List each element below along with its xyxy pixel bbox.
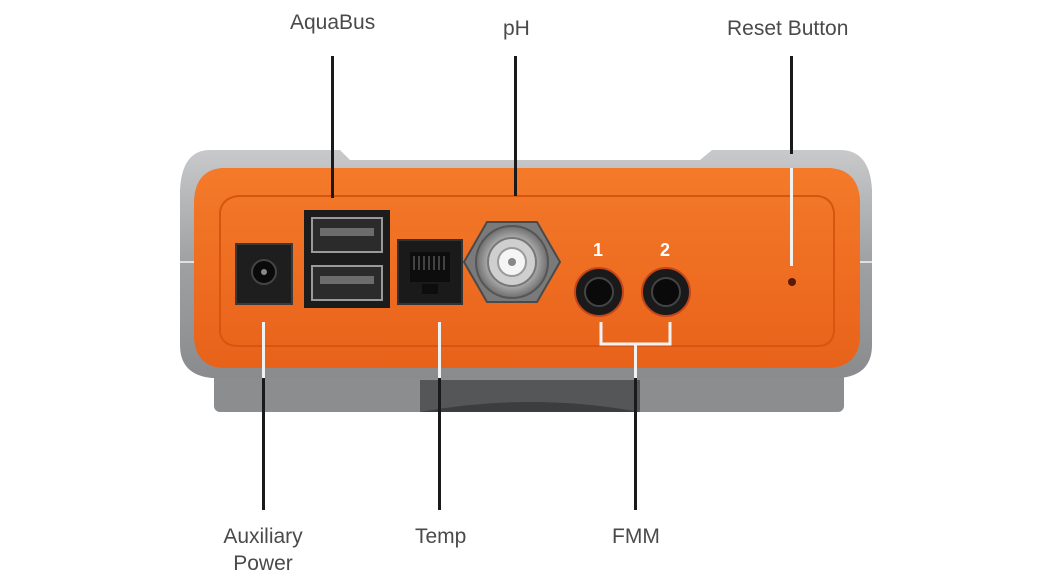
ph-leader-line <box>514 56 517 196</box>
aux-leader-line-upper <box>262 322 265 378</box>
fmm-port-1-number: 1 <box>593 240 604 260</box>
temp-leader-line-lower <box>438 378 441 510</box>
reset-leader-line-upper <box>790 56 793 154</box>
fmm-leader-line-upper <box>634 344 637 378</box>
fmm-leader-line-lower <box>634 378 637 510</box>
fmm-port-2 <box>641 267 691 317</box>
fmm-port-2-number: 2 <box>660 240 671 260</box>
temp-port <box>397 239 463 305</box>
label-aquabus: AquaBus <box>290 11 376 34</box>
reset-leader-line-lower <box>790 168 793 266</box>
aux-leader-line-lower <box>262 378 265 510</box>
aquabus-ports <box>304 210 390 308</box>
ph-bnc-connector <box>462 221 562 303</box>
label-auxiliary-power-line1: Auxiliary <box>223 525 303 548</box>
label-fmm: FMM <box>612 525 660 548</box>
label-auxiliary-power: Auxiliary Power <box>203 523 323 577</box>
aquabus-leader-line <box>331 56 334 198</box>
aux-power-jack <box>235 243 293 305</box>
label-auxiliary-power-line2: Power <box>233 552 293 575</box>
temp-leader-line-upper <box>438 322 441 378</box>
reset-button-hole <box>788 278 796 286</box>
label-ph: pH <box>503 17 530 40</box>
label-reset-button: Reset Button <box>727 17 849 40</box>
fmm-port-1 <box>574 267 624 317</box>
label-temp: Temp <box>415 525 467 548</box>
